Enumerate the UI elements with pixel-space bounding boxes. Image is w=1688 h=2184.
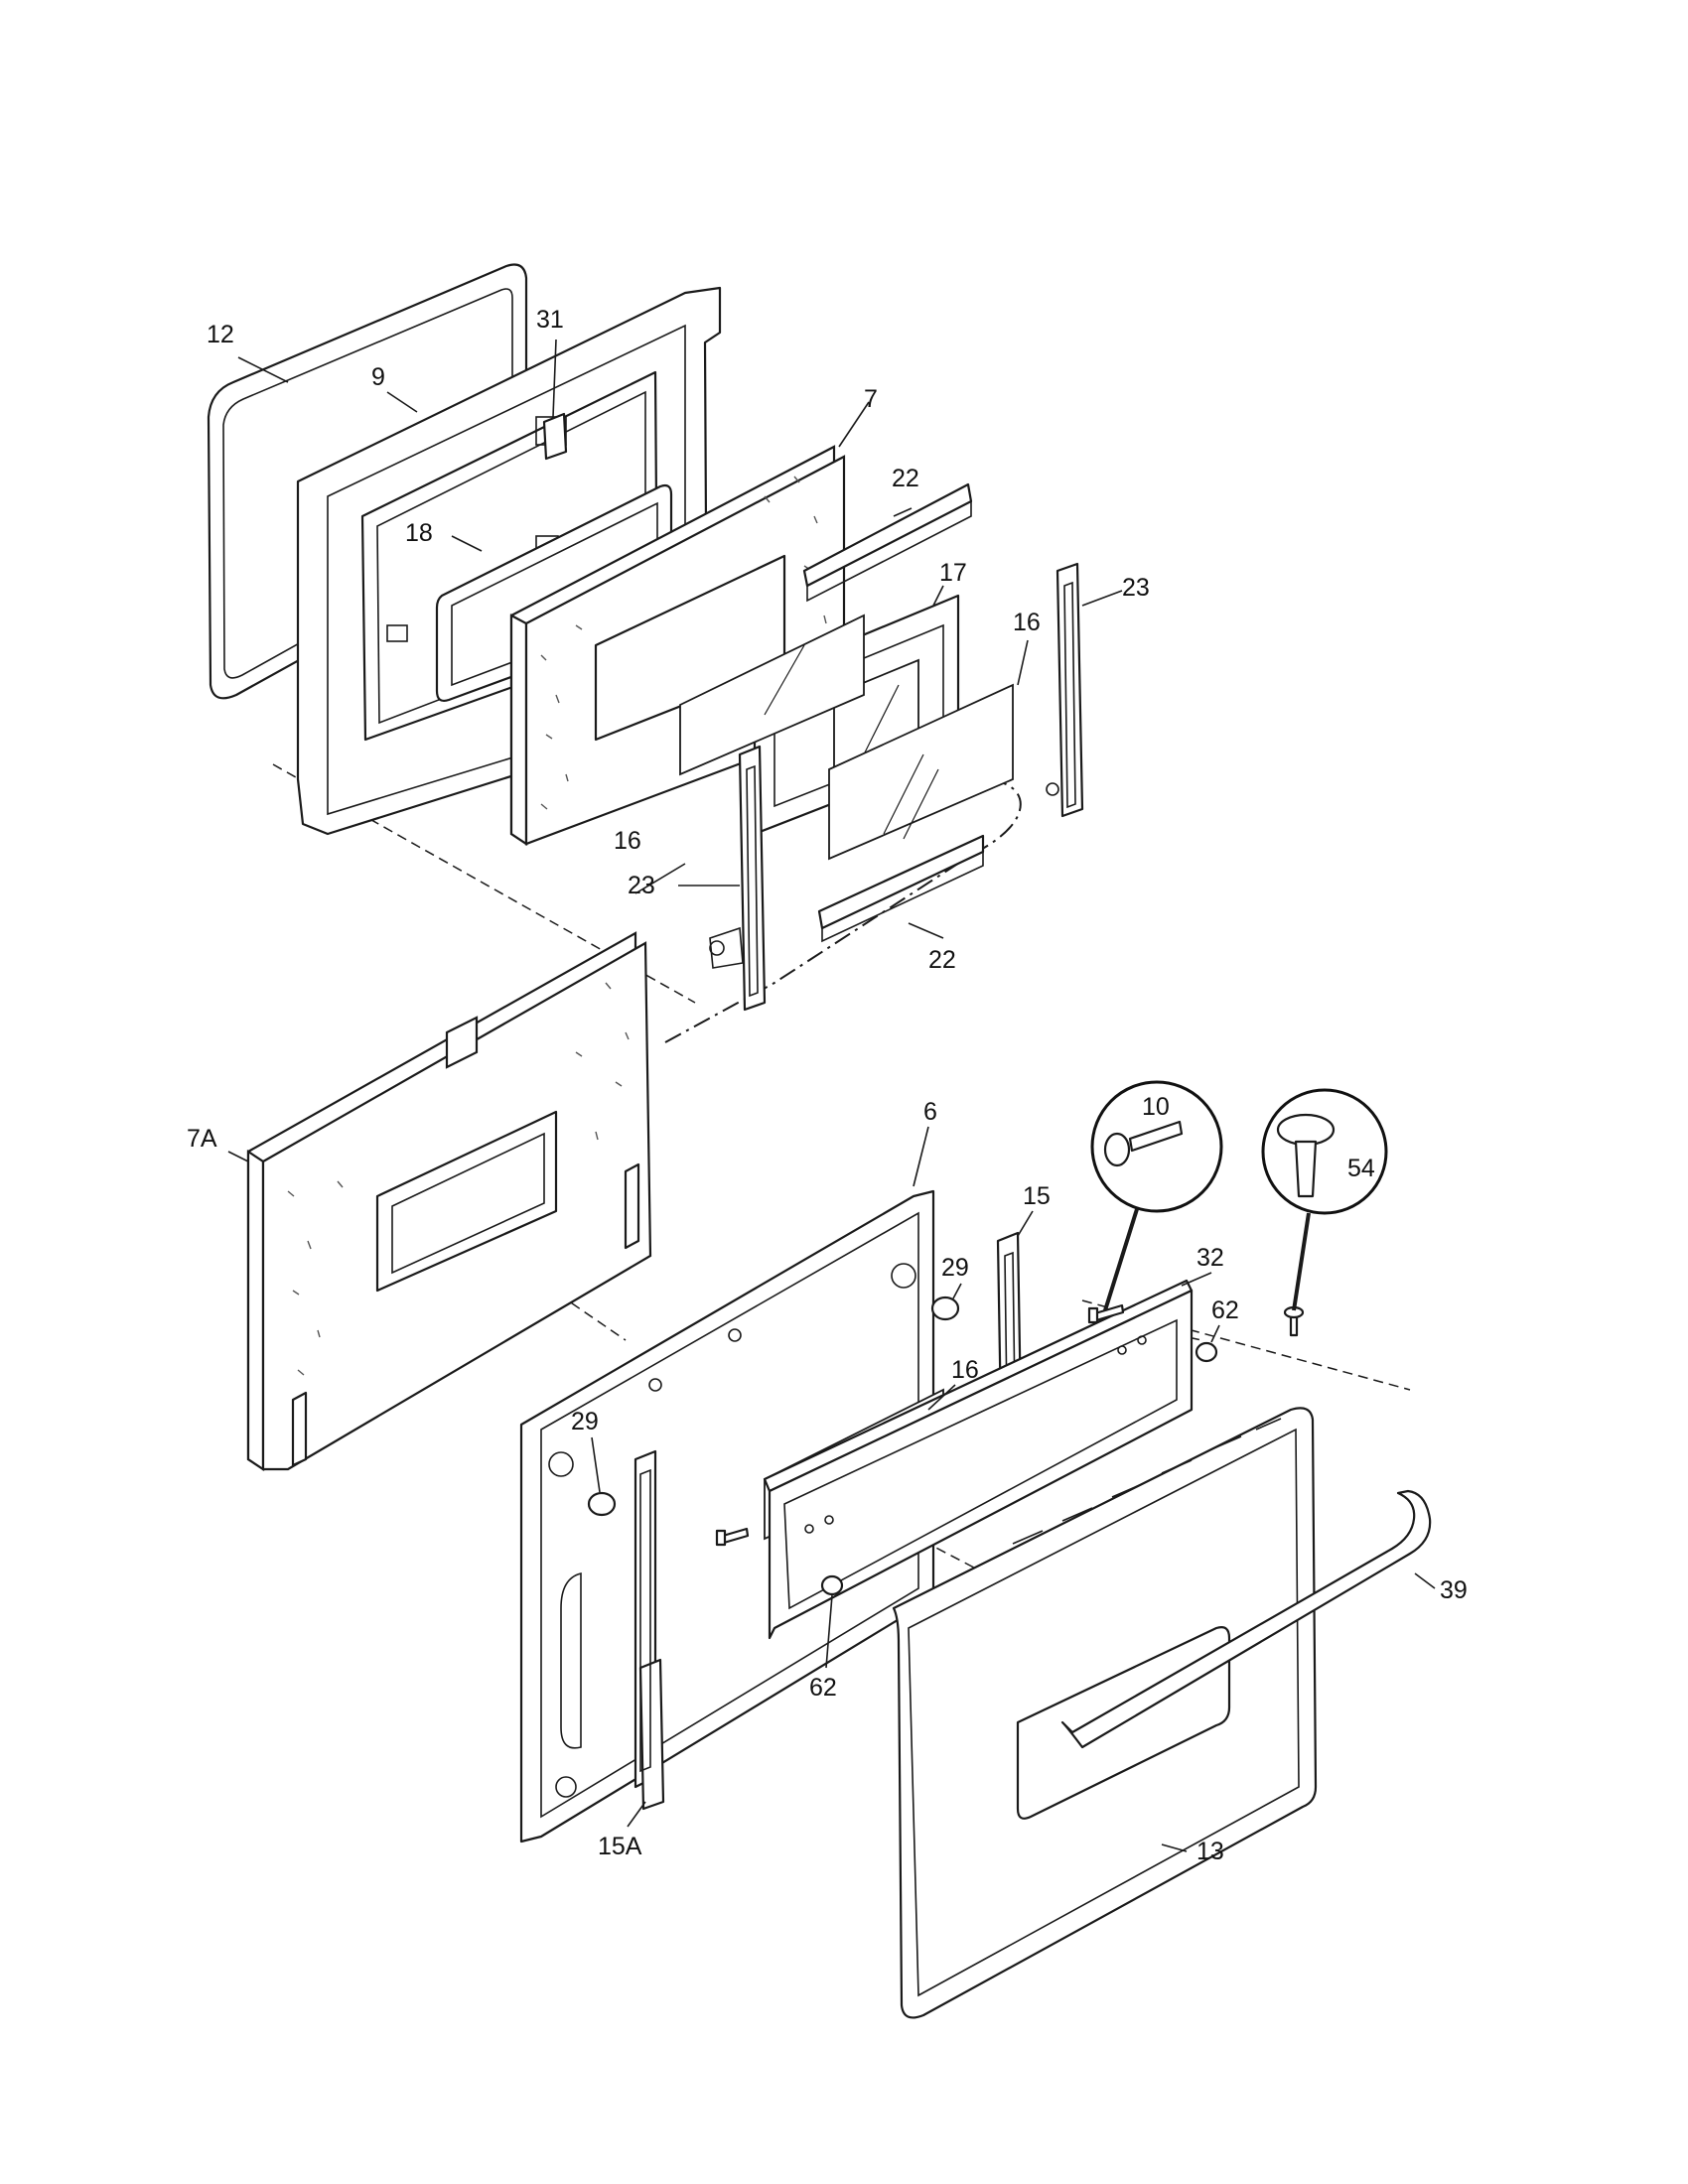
hinge-part-23-left[interactable] [709,745,767,1012]
glass-panel-part-16-right[interactable] [828,683,1014,861]
label-62-lower: 62 [809,1674,837,1702]
label-31: 31 [536,306,564,334]
hinge-channel-part-15A[interactable] [633,1449,665,1811]
screw-part-10-lower[interactable] [715,1527,750,1547]
insulation-part-7A[interactable] [246,931,652,1472]
bracket-part-22-lower[interactable] [817,834,985,943]
spacer-part-62-upper[interactable] [1195,1341,1218,1363]
label-7A: 7A [187,1125,217,1153]
callout-detail-10 [1090,1080,1223,1311]
label-6: 6 [923,1098,937,1126]
label-16-right: 16 [1013,609,1041,636]
bumper-part-29-lower[interactable] [587,1491,617,1517]
spacer-part-62-lower[interactable] [820,1574,844,1596]
leader-lines [227,339,1436,1852]
label-7: 7 [864,385,878,413]
label-18: 18 [405,519,433,547]
clip-part-31[interactable] [542,412,568,461]
label-9: 9 [371,363,385,391]
label-13: 13 [1196,1838,1224,1865]
callout-detail-54 [1261,1088,1388,1311]
label-23-right: 23 [1122,574,1150,602]
hinge-part-23-right[interactable] [1046,562,1084,818]
label-54: 54 [1347,1155,1375,1182]
glass-panel-part-16-left[interactable] [679,614,865,776]
screw-part-54[interactable] [1283,1305,1305,1337]
label-32: 32 [1196,1244,1224,1272]
label-23-left: 23 [628,872,655,899]
label-22-upper: 22 [892,465,919,492]
part-labels: 12 31 9 7 22 18 17 23 16 16 23 22 7A 10 … [187,306,1468,1865]
label-16-lower: 16 [951,1356,979,1384]
label-15A: 15A [598,1833,642,1860]
handle-part-39[interactable] [1060,1489,1432,1749]
label-12: 12 [207,321,234,348]
label-10: 10 [1142,1093,1170,1121]
label-39: 39 [1440,1576,1468,1604]
label-22-lower: 22 [928,946,956,974]
vent-frame-part-32[interactable] [763,1279,1194,1640]
bumper-part-29-upper[interactable] [930,1296,960,1321]
bracket-part-22-upper[interactable] [802,482,973,603]
label-15: 15 [1023,1182,1051,1210]
label-17: 17 [939,559,967,587]
label-16-left: 16 [614,827,641,855]
screw-part-10[interactable] [1087,1303,1125,1324]
label-29-lower: 29 [571,1408,599,1435]
label-62-upper: 62 [1211,1297,1239,1324]
label-29-upper: 29 [941,1254,969,1282]
